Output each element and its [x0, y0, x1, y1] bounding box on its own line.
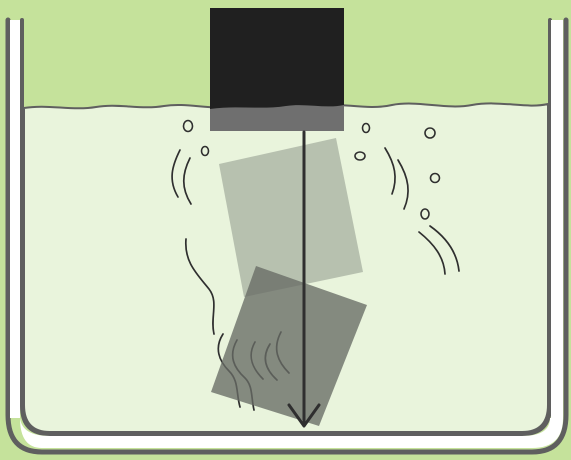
container-right-wall: [551, 20, 563, 418]
block-above-water: [210, 8, 344, 109]
block-submerged: [210, 105, 344, 131]
block-icon: [210, 8, 344, 131]
container-left-wall: [10, 20, 20, 418]
